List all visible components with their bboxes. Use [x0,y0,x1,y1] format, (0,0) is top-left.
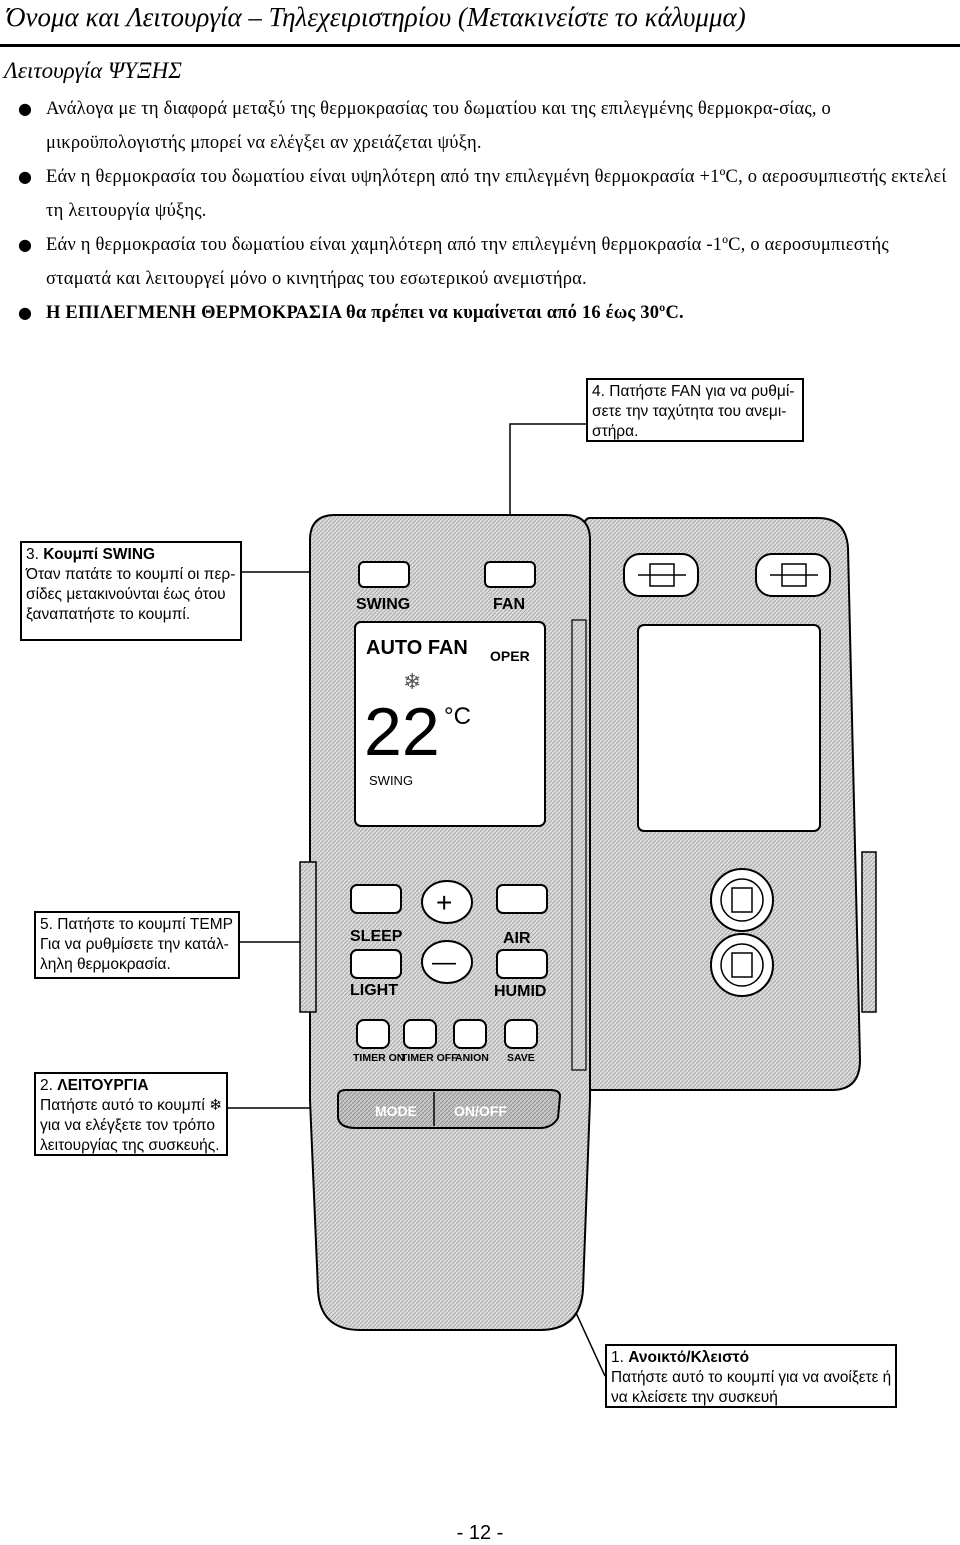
callout-mode-line: Πατήστε αυτό το κουμπί ❄ [40,1097,223,1114]
callout-temp: 5. Πατήστε το κουμπί TEMP Για να ρυθμίσε… [34,911,240,979]
callout-onoff-line: να κλείσετε την συσκευή [611,1389,778,1406]
callout-onoff-title: 1. Ανοικτό/Κλειστό [611,1349,750,1366]
callout-fan-line: σετε την ταχύτητα του ανεμι- [592,403,787,420]
callout-fan: 4. Πατήστε FAN για να ρυθμί- σετε την τα… [586,378,804,442]
callout-fan-line: στήρα. [592,423,639,440]
bullet-list: ●Ανάλογα με τη διαφορά μεταξύ της θερμοκ… [18,92,958,330]
bullet-item: ●Ανάλογα με τη διαφορά μεταξύ της θερμοκ… [18,92,958,160]
swing-label: SWING [356,596,410,613]
callout-swing-title: 3. Κουμπί SWING [26,546,156,563]
callout-swing-line: Όταν πατάτε το κουμπί οι περ- [26,566,236,583]
callout-swing: 3. Κουμπί SWING Όταν πατάτε το κουμπί οι… [20,541,242,641]
bullet-icon: ● [18,303,32,322]
remote-body [299,514,591,1331]
mode-label: MODE [375,1103,417,1119]
callout-fan-line: 4. Πατήστε FAN για να ρυθμί- [592,383,795,400]
callout-temp-line: ληλη θερμοκρασία. [40,956,171,973]
snowflake-icon: ❄ [403,669,421,694]
callout-mode-title: 2. ΛΕΙΤΟΥΡΓΙΑ [40,1077,149,1094]
page-title: Όνομα και Λειτουργία – Τηλεχειριστηρίου … [6,2,746,32]
bullet-item: ●Εάν η θερμοκρασία του δωματίου είναι υψ… [18,160,958,228]
callout-mode-line: για να ελέγξετε τον τρόπο [40,1117,216,1134]
remote-cover [571,517,877,1091]
lcd-oper-label: OPER [490,648,530,664]
timer-off-label: TIMER OFF [401,1052,458,1064]
callout-temp-line: 5. Πατήστε το κουμπί TEMP [40,916,233,933]
humid-label: HUMID [494,983,546,1000]
light-label: LIGHT [350,982,398,999]
bullet-icon: ● [18,235,32,254]
bullet-icon: ● [18,99,32,118]
lcd-temperature: 22 [364,694,440,770]
lcd-mode-text: AUTO FAN [366,637,468,659]
lcd-swing-label: SWING [369,773,413,788]
anion-label: ANION [455,1052,489,1064]
minus-label: — [432,949,456,976]
callout-onoff-line: Πατήστε αυτό το κουμπί για να ανοίξετε ή [611,1369,892,1386]
timer-on-label: TIMER ON [353,1052,404,1064]
title-rule [0,44,960,47]
air-label: AIR [503,930,531,947]
lcd-temp-unit: °C [444,703,471,730]
callout-swing-line: ξαναπατήστε το κουμπί. [26,606,191,623]
bullet-item: ●Η ΕΠΙΛΕΓΜΕΝΗ ΘΕΡΜΟΚΡΑΣΙΑ θα πρέπει να κ… [18,296,958,330]
bullet-item: ●Εάν η θερμοκρασία του δωματίου είναι χα… [18,228,958,296]
callout-mode-line: λειτουργίας της συσκευής. [40,1137,220,1154]
section-heading: Λειτουργία ΨΥΞΗΣ [4,58,182,83]
sleep-label: SLEEP [350,928,403,945]
callout-temp-line: Για να ρυθμίσετε την κατάλ- [40,936,229,953]
callout-mode: 2. ΛΕΙΤΟΥΡΓΙΑ Πατήστε αυτό το κουμπί ❄ γ… [34,1072,228,1156]
callout-onoff: 1. Ανοικτό/Κλειστό Πατήστε αυτό το κουμπ… [605,1344,897,1408]
plus-label: + [436,887,452,918]
save-label: SAVE [507,1052,535,1064]
fan-label: FAN [493,596,525,613]
page-number: - 12 - [456,1522,504,1544]
bullet-icon: ● [18,167,32,186]
callout-swing-line: σίδες μετακινούνται έως ότου [26,586,226,603]
onoff-label: ON/OFF [454,1103,507,1119]
